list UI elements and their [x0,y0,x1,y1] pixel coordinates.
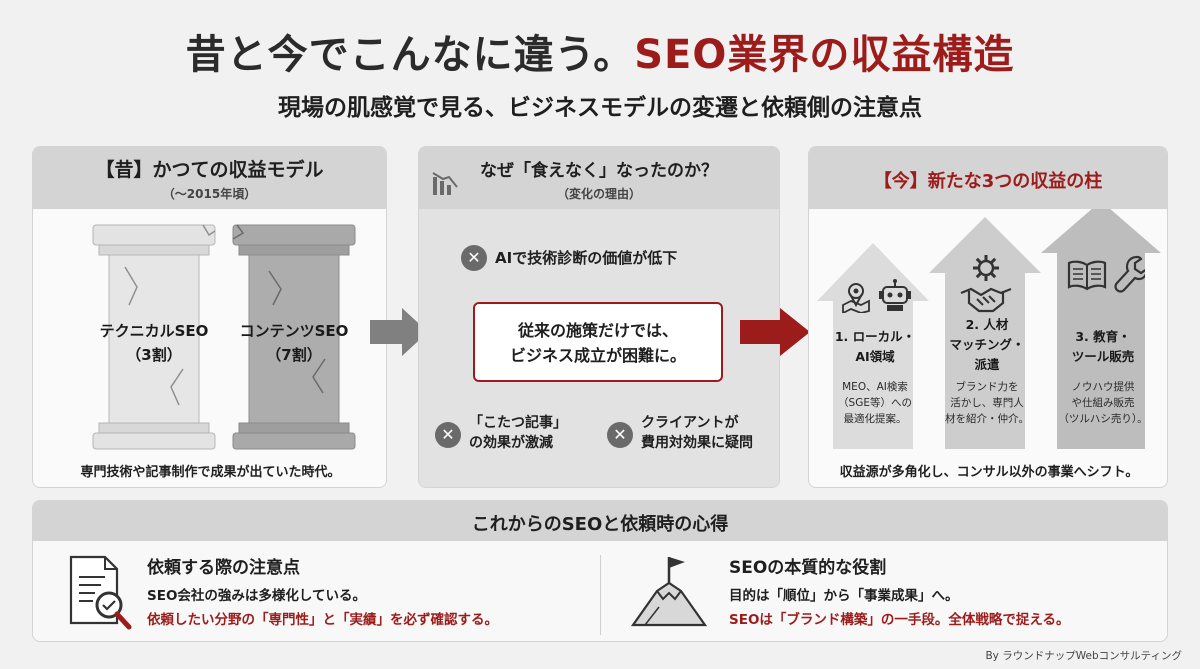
reasons-panel: なぜ「食えなく」なったのか？ （変化の理由） ✕ AIで技術診断の価値が低下 従… [418,146,780,488]
pillar-education-desc-1: ノウハウ提供 [1071,381,1135,393]
past-heading: 【昔】かつての収益モデル [95,159,324,181]
tips-panel: これからのSEOと依頼時の心得 依頼する際の注意点 SEO会社の強みは多様化して… [32,500,1168,642]
past-panel-header: 【昔】かつての収益モデル （〜2015年頃） [33,147,386,209]
pillar-content-icon [232,224,356,450]
past-subheading: （〜2015年頃） [162,187,257,201]
pillar-content-label: コンテンツSEO （7割） [221,319,367,367]
tips-divider [600,555,601,635]
core-problem-line2: ビジネス成立が困難に。 [509,346,686,365]
request-tips-line2: 依頼したい分野の「専門性」と「実績」を必ず確認する。 [147,612,498,628]
x-icon: ✕ [435,422,461,448]
arrow-up-icon [1041,209,1161,449]
page-title: 昔と今でこんなに違う。SEO業界の収益構造 [0,22,1200,80]
title-accent: SEO業界の収益構造 [634,32,1015,78]
seo-role-line2: SEOは「ブランド構築」の一手段。全体戦略で捉える。 [729,612,1070,628]
new-pillars-heading: 【今】新たな3つの収益の柱 [873,171,1103,192]
arrow-right-red-icon [740,308,810,356]
arrow-right-gray-icon [370,308,428,356]
reasons-subheading: （変化の理由） [556,187,641,201]
reasons-heading: なぜ「食えなく」なったのか？ [480,161,718,181]
pillar-local-ai-desc-3: 最適化提案。 [843,413,907,425]
request-tips-line1: SEO会社の強みは多様化している。 [147,588,367,604]
gear-icon [973,255,999,281]
pillar-local-ai-desc-1: MEO、AI検索 [842,381,908,393]
pillar-education-title-2: ツール販売 [1071,349,1135,364]
handshake-icon [960,287,1012,313]
new-pillars-header: 【今】新たな3つの収益の柱 [809,147,1167,209]
pillar-local-ai-title-1: 1. ローカル・ [834,329,916,344]
tips-heading: これからのSEOと依頼時の心得 [471,514,729,535]
request-tips-title: 依頼する際の注意点 [147,558,300,578]
wrench-icon [1114,255,1145,293]
x-icon: ✕ [461,245,487,271]
pillar-technical-name: テクニカルSEO [99,322,209,340]
pillar-local-ai-desc: MEO、AI検索 （SGE等）への 最適化提案。 [825,379,925,427]
pillar-staffing-desc: ブランド力を 活かし、専門人 材を紹介・仲介。 [937,379,1037,427]
pillar-staffing-desc-1: ブランド力を [955,381,1019,393]
pillar-content-share: （7割） [266,346,322,364]
pillar-technical-label: テクニカルSEO （3割） [81,319,227,367]
pillar-technical-icon [92,224,216,450]
reason-kotatsu: 「こたつ記事」 の効果が激減 [469,413,567,453]
footer-credit: By ラウンドナップWebコンサルティング [985,650,1182,662]
tips-header: これからのSEOと依頼時の心得 [33,501,1167,541]
reason-kotatsu-line1: 「こたつ記事」 [469,415,567,431]
reason-client: クライアントが 費用対効果に疑問 [641,413,753,453]
map-pin-icon [842,283,870,313]
pillar-staffing-title-1: 2. 人材 [965,317,1009,332]
pillar-education-desc: ノウハウ提供 や仕組み販売 （ツルハシ売り）。 [1051,379,1155,427]
reason-client-line1: クライアントが [641,415,739,431]
robot-icon [879,279,911,311]
document-magnifier-icon [69,555,132,630]
pillar-staffing-title: 2. 人材 マッチング・ 派遣 [937,315,1037,375]
reasons-panel-header: なぜ「食えなく」なったのか？ （変化の理由） [419,147,779,209]
pillar-staffing-title-3: 派遣 [974,357,1000,372]
arrow-up-icon [929,217,1041,449]
pillar-education-desc-2: や仕組み販売 [1071,397,1135,409]
seo-role-title: SEOの本質的な役割 [729,558,887,578]
growth-arrows [817,209,1161,449]
pillar-technical-share: （3割） [126,346,182,364]
reason-kotatsu-line2: の効果が激減 [469,435,553,451]
pillar-education-title-1: 3. 教育・ [1075,329,1131,344]
book-icon [1067,260,1107,291]
pillar-education-title: 3. 教育・ ツール販売 [1051,327,1155,367]
core-problem-box: 従来の施策だけでは、 ビジネス成立が困難に。 [473,302,723,382]
past-model-panel: 【昔】かつての収益モデル （〜2015年頃） テクニカルSEO （3割） [32,146,387,488]
page-subtitle: 現場の肌感覚で見る、ビジネスモデルの変遷と依頼側の注意点 [278,95,922,121]
pillar-education-desc-3: （ツルハシ売り）。 [1058,413,1148,425]
past-caption: 専門技術や記事制作で成果が出ていた時代。 [80,465,341,480]
mountain-flag-icon [630,557,708,627]
core-problem-line1: 従来の施策だけでは、 [517,321,678,340]
title-main: 昔と今でこんなに違う。 [185,32,635,78]
x-icon: ✕ [607,422,633,448]
declining-chart-icon [432,172,458,195]
pillar-local-ai-desc-2: （SGE等）への [838,397,912,409]
pillar-local-ai-title: 1. ローカル・ AI領域 [825,327,925,367]
pillar-local-ai-title-2: AI領域 [855,349,895,364]
broken-pillars [92,224,356,450]
pillar-staffing-desc-2: 活かし、専門人 [950,397,1024,409]
reason-client-line2: 費用対効果に疑問 [641,435,753,451]
seo-role-line1: 目的は「順位」から「事業成果」へ。 [729,588,959,604]
pillar-staffing-desc-3: 材を紹介・仲介。 [945,413,1029,425]
pillar-content-name: コンテンツSEO [239,322,349,340]
pillar-staffing-title-2: マッチング・ [949,337,1025,352]
new-pillars-caption: 収益源が多角化し、コンサル以外の事業へシフト。 [839,465,1139,480]
reason-ai: AIで技術診断の価値が低下 [495,249,678,267]
new-pillars-panel: 【今】新たな3つの収益の柱 [808,146,1168,488]
